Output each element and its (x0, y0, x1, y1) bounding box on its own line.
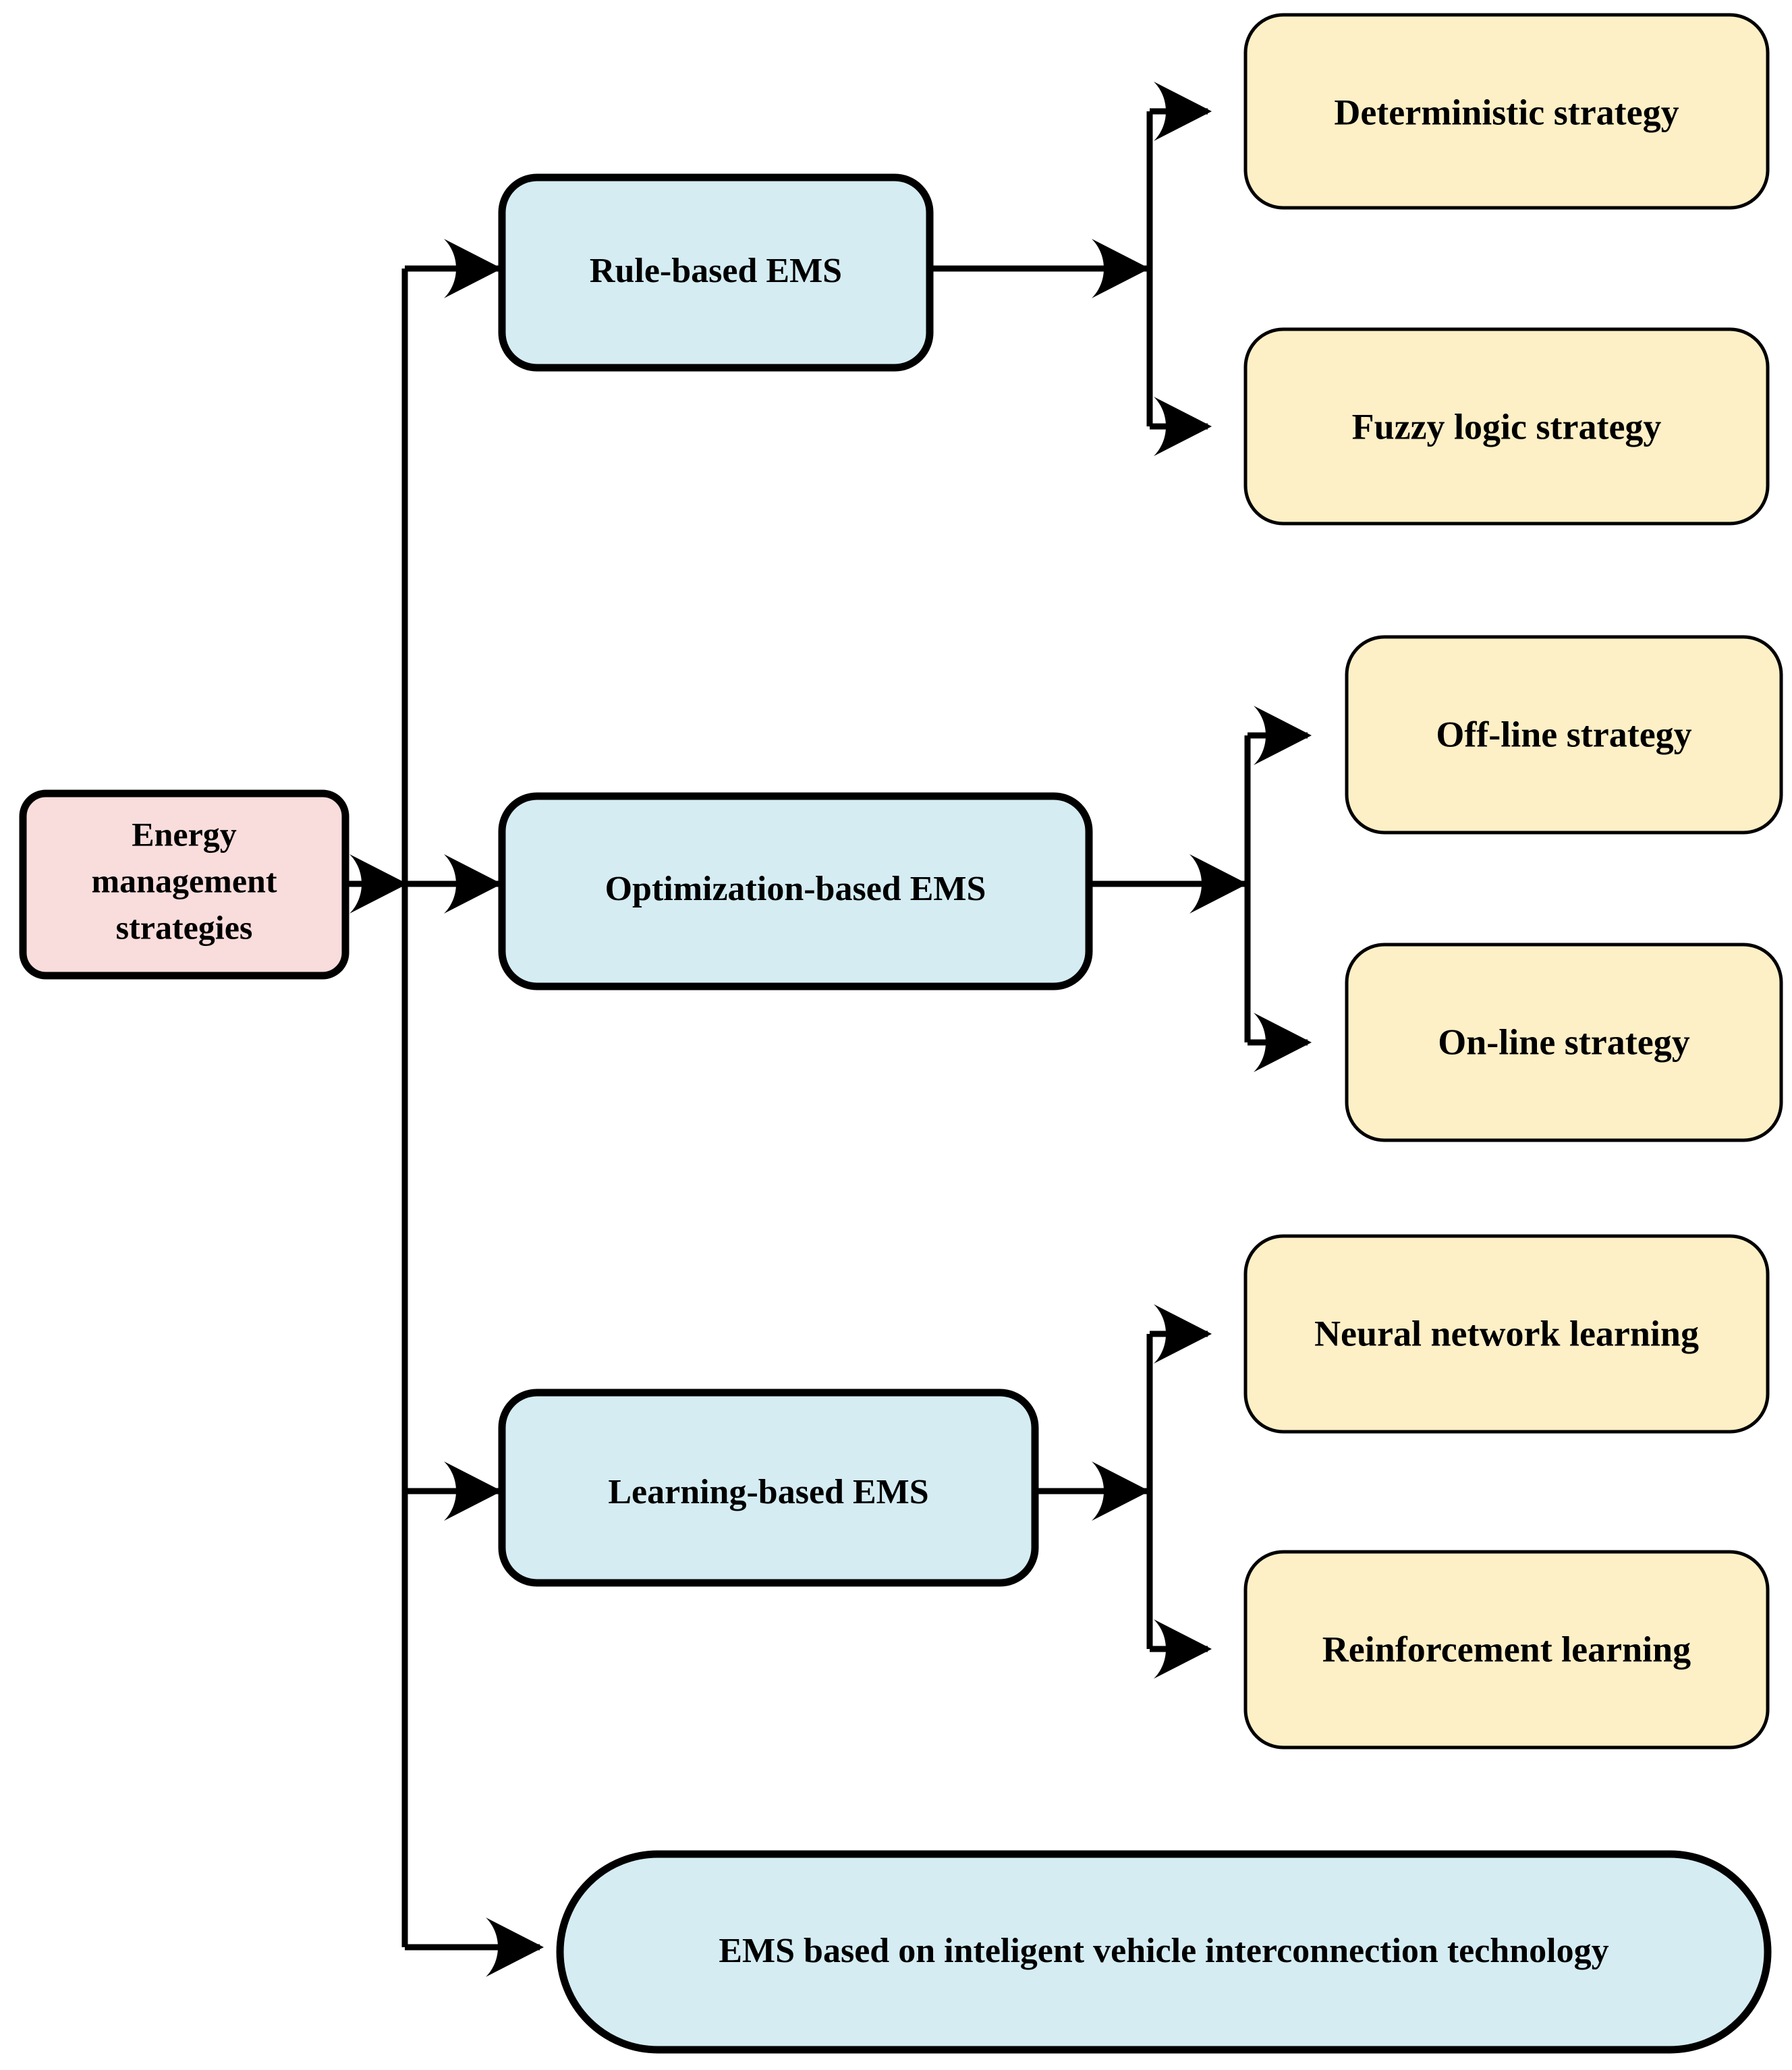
on-line-strategy-box[interactable] (1345, 943, 1783, 1142)
edge-rule-based-split (930, 82, 1212, 456)
fuzzy-logic-strategy-box[interactable] (1243, 327, 1770, 526)
edge-spine-to-learning-based (405, 1461, 502, 1521)
optimization-based-ems-label: Optimization-based EMS (605, 870, 986, 908)
ems-interconnection-box[interactable] (556, 1850, 1772, 2054)
node-rule-based-ems[interactable]: Rule-based EMS (498, 173, 934, 372)
edge-spine-to-optimization-based (405, 854, 502, 914)
root-label-line-2: management (92, 862, 277, 899)
root-label-line-1: Energy (132, 815, 237, 853)
edge-learning-based-split (1035, 1304, 1212, 1679)
connector-layer (345, 82, 1312, 1977)
rule-based-ems-label: Rule-based EMS (590, 252, 842, 290)
off-line-strategy-box[interactable] (1345, 635, 1783, 835)
node-off-line-strategy[interactable]: Off-line strategy (1345, 635, 1783, 835)
edge-optimization-based-split (1089, 706, 1312, 1072)
node-ems-intelligent-vehicle-interconnection[interactable]: EMS based on inteligent vehicle intercon… (556, 1850, 1772, 2054)
learning-based-ems-label: Learning-based EMS (608, 1473, 928, 1511)
node-deterministic-strategy[interactable]: Deterministic strategy (1243, 13, 1770, 210)
node-neural-network-learning[interactable]: Neural network learning (1243, 1234, 1770, 1434)
reinforcement-learning-label: Reinforcement learning (1322, 1629, 1691, 1669)
edge-spine-to-rule-based (405, 239, 502, 298)
root-box[interactable] (19, 789, 349, 980)
node-learning-based-ems[interactable]: Learning-based EMS (498, 1389, 1039, 1587)
deterministic-strategy-box[interactable] (1243, 13, 1770, 210)
edge-root-to-spine (345, 854, 408, 914)
ems-interconnection-label: EMS based on inteligent vehicle intercon… (719, 1932, 1608, 1970)
reinforcement-learning-box[interactable] (1243, 1550, 1770, 1750)
node-energy-management-strategies[interactable]: Energy management strategies (19, 789, 349, 980)
node-fuzzy-logic-strategy[interactable]: Fuzzy logic strategy (1243, 327, 1770, 526)
fuzzy-logic-strategy-label: Fuzzy logic strategy (1352, 406, 1662, 447)
edge-spine-to-interconnection (405, 1918, 544, 1977)
deterministic-strategy-label: Deterministic strategy (1334, 92, 1679, 132)
neural-network-learning-box[interactable] (1243, 1234, 1770, 1434)
optimization-based-ems-box[interactable] (498, 792, 1093, 990)
node-on-line-strategy[interactable]: On-line strategy (1345, 943, 1783, 1142)
rule-based-ems-box[interactable] (498, 173, 934, 372)
node-reinforcement-learning[interactable]: Reinforcement learning (1243, 1550, 1770, 1750)
root-label-line-3: strategies (116, 908, 253, 946)
on-line-strategy-label: On-line strategy (1438, 1022, 1689, 1062)
learning-based-ems-box[interactable] (498, 1389, 1039, 1587)
node-optimization-based-ems[interactable]: Optimization-based EMS (498, 792, 1093, 990)
off-line-strategy-label: Off-line strategy (1436, 714, 1691, 754)
neural-network-learning-label: Neural network learning (1314, 1313, 1699, 1353)
